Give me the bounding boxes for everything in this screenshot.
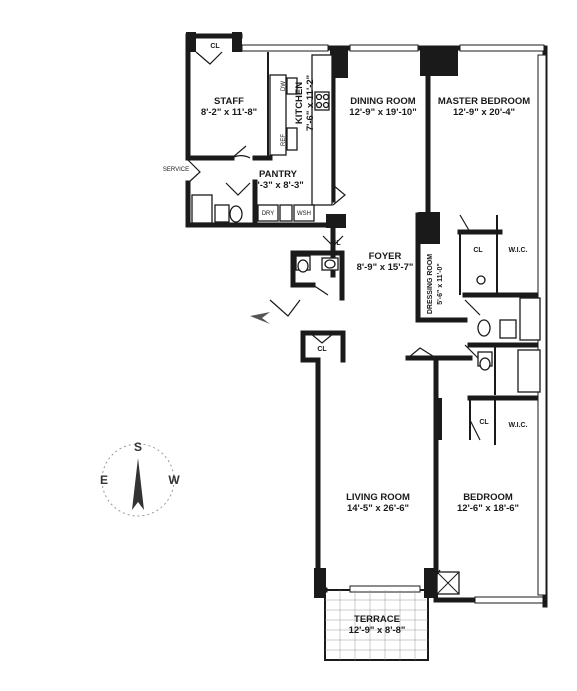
- terrace-name: TERRACE: [354, 614, 400, 625]
- entrance-arrow-icon: [250, 312, 270, 324]
- ref-label: REF: [281, 134, 287, 146]
- living-name: LIVING ROOM: [346, 492, 410, 503]
- foyer-dim: 8'-9" x 15'-7": [357, 262, 414, 273]
- service-label: SERVICE: [163, 167, 189, 173]
- cl-staff: CL: [210, 43, 220, 50]
- wsh-label: WSH: [297, 211, 311, 217]
- wic-bedroom: W.I.C.: [508, 422, 527, 429]
- cl-master: CL: [473, 247, 483, 254]
- dressing-name: DRESSING ROOM: [427, 254, 434, 314]
- dry-label: DRY: [262, 211, 275, 217]
- compass-icon: S E W: [100, 440, 180, 517]
- wic-master: W.I.C.: [508, 247, 527, 254]
- cl-foyer-top: CL: [331, 240, 341, 247]
- fixtures: [191, 54, 541, 595]
- doors: [187, 51, 481, 586]
- terrace-dim: 12'-9" x 8'-8": [349, 625, 406, 636]
- compass-e: E: [100, 473, 108, 487]
- dressing-dim: 5'-6" x 11'-0": [437, 263, 444, 305]
- master-name: MASTER BEDROOM: [438, 96, 530, 107]
- foyer-name: FOYER: [369, 251, 402, 262]
- kitchen-name: KITCHEN: [294, 82, 305, 124]
- pantry-dim: 8'-3" x 8'-3": [252, 180, 304, 191]
- staff-name: STAFF: [214, 96, 244, 107]
- cl-bedroom: CL: [479, 419, 489, 426]
- kitchen-dim: 7'-6" x 11'-2": [305, 75, 316, 131]
- living-dim: 14'-5" x 26'-6": [347, 503, 409, 514]
- compass-s: S: [134, 440, 142, 454]
- pantry-name: PANTRY: [259, 169, 298, 180]
- dining-dim: 12'-9" x 19'-10": [349, 107, 416, 118]
- bedroom-dim: 12'-6" x 18'-6": [457, 503, 519, 514]
- compass-w: W: [168, 473, 180, 487]
- dw-label: DW: [281, 81, 287, 91]
- master-dim: 12'-9" x 20'-4": [453, 107, 515, 118]
- staff-dim: 8'-2" x 11'-8": [201, 107, 257, 118]
- bedroom-name: BEDROOM: [463, 492, 513, 503]
- columns: [186, 32, 458, 598]
- windows: [241, 44, 547, 604]
- terrace-hatch: [325, 590, 428, 660]
- small-labels: CL CL CL CL W.I.C. CL W.I.C. SERVICE DW …: [163, 43, 528, 429]
- room-labels: STAFF 8'-2" x 11'-8" KITCHEN 7'-6" x 11'…: [201, 75, 530, 636]
- dining-name: DINING ROOM: [350, 96, 416, 107]
- walls: [185, 33, 548, 661]
- cl-foyer-bottom: CL: [317, 346, 327, 353]
